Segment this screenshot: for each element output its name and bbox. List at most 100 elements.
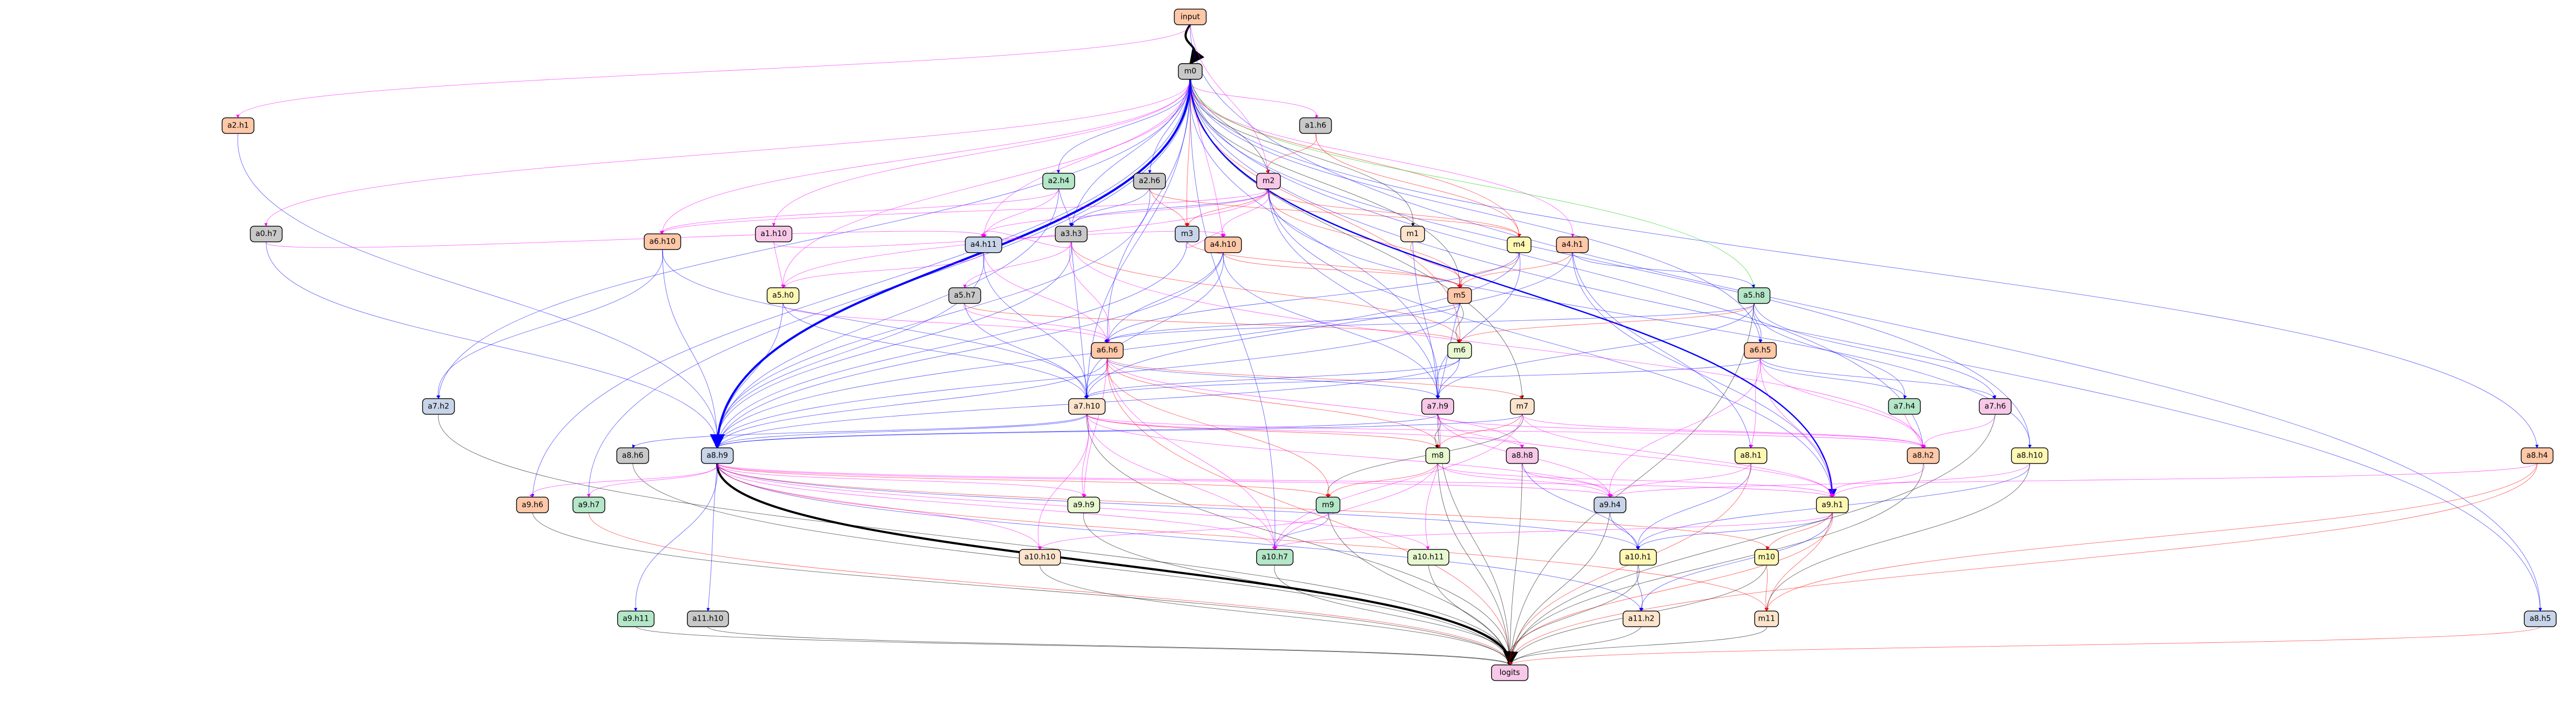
node-logits[interactable]: logits <box>1491 664 1529 681</box>
edge-a3.h3-to-a4.h11 <box>980 231 1073 248</box>
node-a6-h6[interactable]: a6.h6 <box>1091 342 1124 359</box>
node-a8-h10[interactable]: a8.h10 <box>2011 447 2048 464</box>
edge-a9.h1-to-logits <box>1507 513 1833 665</box>
edge-a5.h8-to-m6 <box>1457 303 1755 343</box>
node-a11-h10[interactable]: a11.h10 <box>686 610 729 627</box>
node-m11[interactable]: m11 <box>1754 610 1779 627</box>
edge-m9-to-a10.h7 <box>1272 513 1329 550</box>
node-a8-h9[interactable]: a8.h9 <box>700 447 734 464</box>
node-a5-h8[interactable]: a5.h8 <box>1737 287 1771 304</box>
node-box <box>1133 172 1166 190</box>
node-a10-h11[interactable]: a10.h11 <box>1407 549 1449 566</box>
node-m10[interactable]: m10 <box>1754 549 1779 566</box>
node-a2-h6[interactable]: a2.h6 <box>1133 172 1166 190</box>
node-label: a9.h1 <box>1822 501 1843 509</box>
node-input[interactable]: input <box>1174 9 1207 25</box>
node-a9-h11[interactable]: a9.h11 <box>617 610 655 627</box>
node-a7-h4[interactable]: a7.h4 <box>1888 398 1921 415</box>
node-a9-h1[interactable]: a9.h1 <box>1816 496 1849 513</box>
edge-a6.h6-to-a9.h9 <box>1082 358 1108 497</box>
node-m3[interactable]: m3 <box>1175 226 1199 243</box>
node-a9-h7[interactable]: a9.h7 <box>572 496 605 513</box>
node-label: a8.h6 <box>622 452 644 460</box>
node-a4-h10[interactable]: a4.h10 <box>1204 236 1242 253</box>
node-a4-h11[interactable]: a4.h11 <box>965 236 1002 253</box>
node-a8-h4[interactable]: a8.h4 <box>2520 447 2554 464</box>
node-a0-h7[interactable]: a0.h7 <box>249 226 283 243</box>
edge-input-to-m2 <box>1190 24 1270 174</box>
edge-m0-to-a5.h0 <box>781 79 1191 288</box>
edge-a11.h10-to-logits <box>707 626 1512 665</box>
node-a10-h10[interactable]: a10.h10 <box>1019 549 1061 566</box>
edge-a6.h6-to-m7 <box>1107 358 1523 399</box>
node-m7[interactable]: m7 <box>1510 398 1535 415</box>
edge-m0-to-a6.h5 <box>1190 79 1762 343</box>
edge-a8.h9-to-a10.h10 <box>717 463 1042 550</box>
edge-a5.h0-to-a6.h6 <box>783 303 1110 343</box>
node-a8-h8[interactable]: a8.h8 <box>1506 447 1539 464</box>
node-a2-h1[interactable]: a2.h1 <box>221 117 254 134</box>
node-box <box>1619 549 1657 566</box>
edge-m8-to-a9.h4 <box>1437 463 1610 497</box>
edge-a3.h3-to-a8.h2 <box>1071 241 1925 448</box>
node-a7-h2[interactable]: a7.h2 <box>422 398 455 415</box>
node-a8-h1[interactable]: a8.h1 <box>1734 447 1768 464</box>
edge-a10.h1-to-a11.h2 <box>1636 565 1644 611</box>
edge-a9.h1-to-a11.h2 <box>1639 513 1833 611</box>
edge-a4.h10-to-a7.h10 <box>1084 252 1224 399</box>
edge-a4.h10-to-a6.h6 <box>1106 252 1224 343</box>
node-label: a6.h10 <box>649 237 676 246</box>
node-label: a2.h1 <box>227 122 249 130</box>
node-a3-h3[interactable]: a3.h3 <box>1055 226 1088 243</box>
node-label: a4.h1 <box>1562 240 1583 249</box>
node-a6-h5[interactable]: a6.h5 <box>1744 342 1777 359</box>
node-a8-h6[interactable]: a8.h6 <box>616 447 649 464</box>
node-label: a1.h10 <box>760 230 787 238</box>
node-a5-h7[interactable]: a5.h7 <box>948 287 981 304</box>
node-label: m7 <box>1516 402 1529 411</box>
node-a8-h2[interactable]: a8.h2 <box>1906 447 1940 464</box>
node-a7-h6[interactable]: a7.h6 <box>1979 398 2012 415</box>
edge-a6.h5-to-a9.h1 <box>1760 358 1835 497</box>
node-a9-h6[interactable]: a9.h6 <box>516 496 549 513</box>
edge-a8.h9-to-a9.h1 <box>717 463 1833 497</box>
node-m4[interactable]: m4 <box>1507 236 1532 253</box>
node-m6[interactable]: m6 <box>1447 342 1472 359</box>
node-label: a8.h10 <box>2017 452 2043 460</box>
node-a8-h5[interactable]: a8.h5 <box>2524 610 2557 627</box>
node-a7-h10[interactable]: a7.h10 <box>1068 398 1106 415</box>
edge-a5.h8-to-logits <box>1508 303 1755 665</box>
edge-a5.h8-to-a7.h4 <box>1754 303 1907 399</box>
edge-m0-to-a1.h10 <box>772 79 1191 227</box>
node-a11-h2[interactable]: a11.h2 <box>1622 610 1660 627</box>
edge-a7.h9-to-a8.h2 <box>1437 414 1926 448</box>
node-a9-h9[interactable]: a9.h9 <box>1067 496 1101 513</box>
node-m1[interactable]: m1 <box>1400 226 1425 243</box>
edge-a6.h5-to-a9.h4 <box>1608 358 1761 497</box>
node-label: m5 <box>1454 291 1466 300</box>
node-label: a9.h7 <box>578 501 600 509</box>
node-a1-h10[interactable]: a1.h10 <box>755 226 793 243</box>
edge-a1.h6-to-m4 <box>1315 133 1521 238</box>
edge-m7-to-a9.h1 <box>1522 414 1834 497</box>
node-m5[interactable]: m5 <box>1447 287 1472 304</box>
edge-a9.h1-to-m10 <box>1766 513 1833 550</box>
node-a5-h0[interactable]: a5.h0 <box>766 287 800 304</box>
node-a1-h6[interactable]: a1.h6 <box>1299 117 1332 134</box>
node-a2-h4[interactable]: a2.h4 <box>1042 172 1075 190</box>
node-a9-h4[interactable]: a9.h4 <box>1593 496 1627 513</box>
node-m9[interactable]: m9 <box>1316 496 1340 513</box>
node-layer: input m0 a1.h6 a2.h1 a2.h4 a2.h6 m2 a0.h7 a1.h10… <box>221 9 2557 681</box>
node-m2[interactable]: m2 <box>1256 172 1281 190</box>
node-a7-h9[interactable]: a7.h9 <box>1421 398 1454 415</box>
edge-m0-to-a6.h10 <box>660 79 1191 234</box>
edge-a9.h1-to-a10.h7 <box>1272 512 1833 550</box>
edge-m0-to-a8.h2 <box>1190 79 1925 448</box>
node-m0[interactable]: m0 <box>1178 63 1203 80</box>
node-a4-h1[interactable]: a4.h1 <box>1556 236 1589 253</box>
node-a10-h7[interactable]: a10.h7 <box>1256 549 1294 566</box>
edge-a5.h0-to-a7.h10 <box>783 303 1088 399</box>
node-a6-h10[interactable]: a6.h10 <box>644 233 682 250</box>
node-m8[interactable]: m8 <box>1425 447 1450 464</box>
node-a10-h1[interactable]: a10.h1 <box>1619 549 1657 566</box>
